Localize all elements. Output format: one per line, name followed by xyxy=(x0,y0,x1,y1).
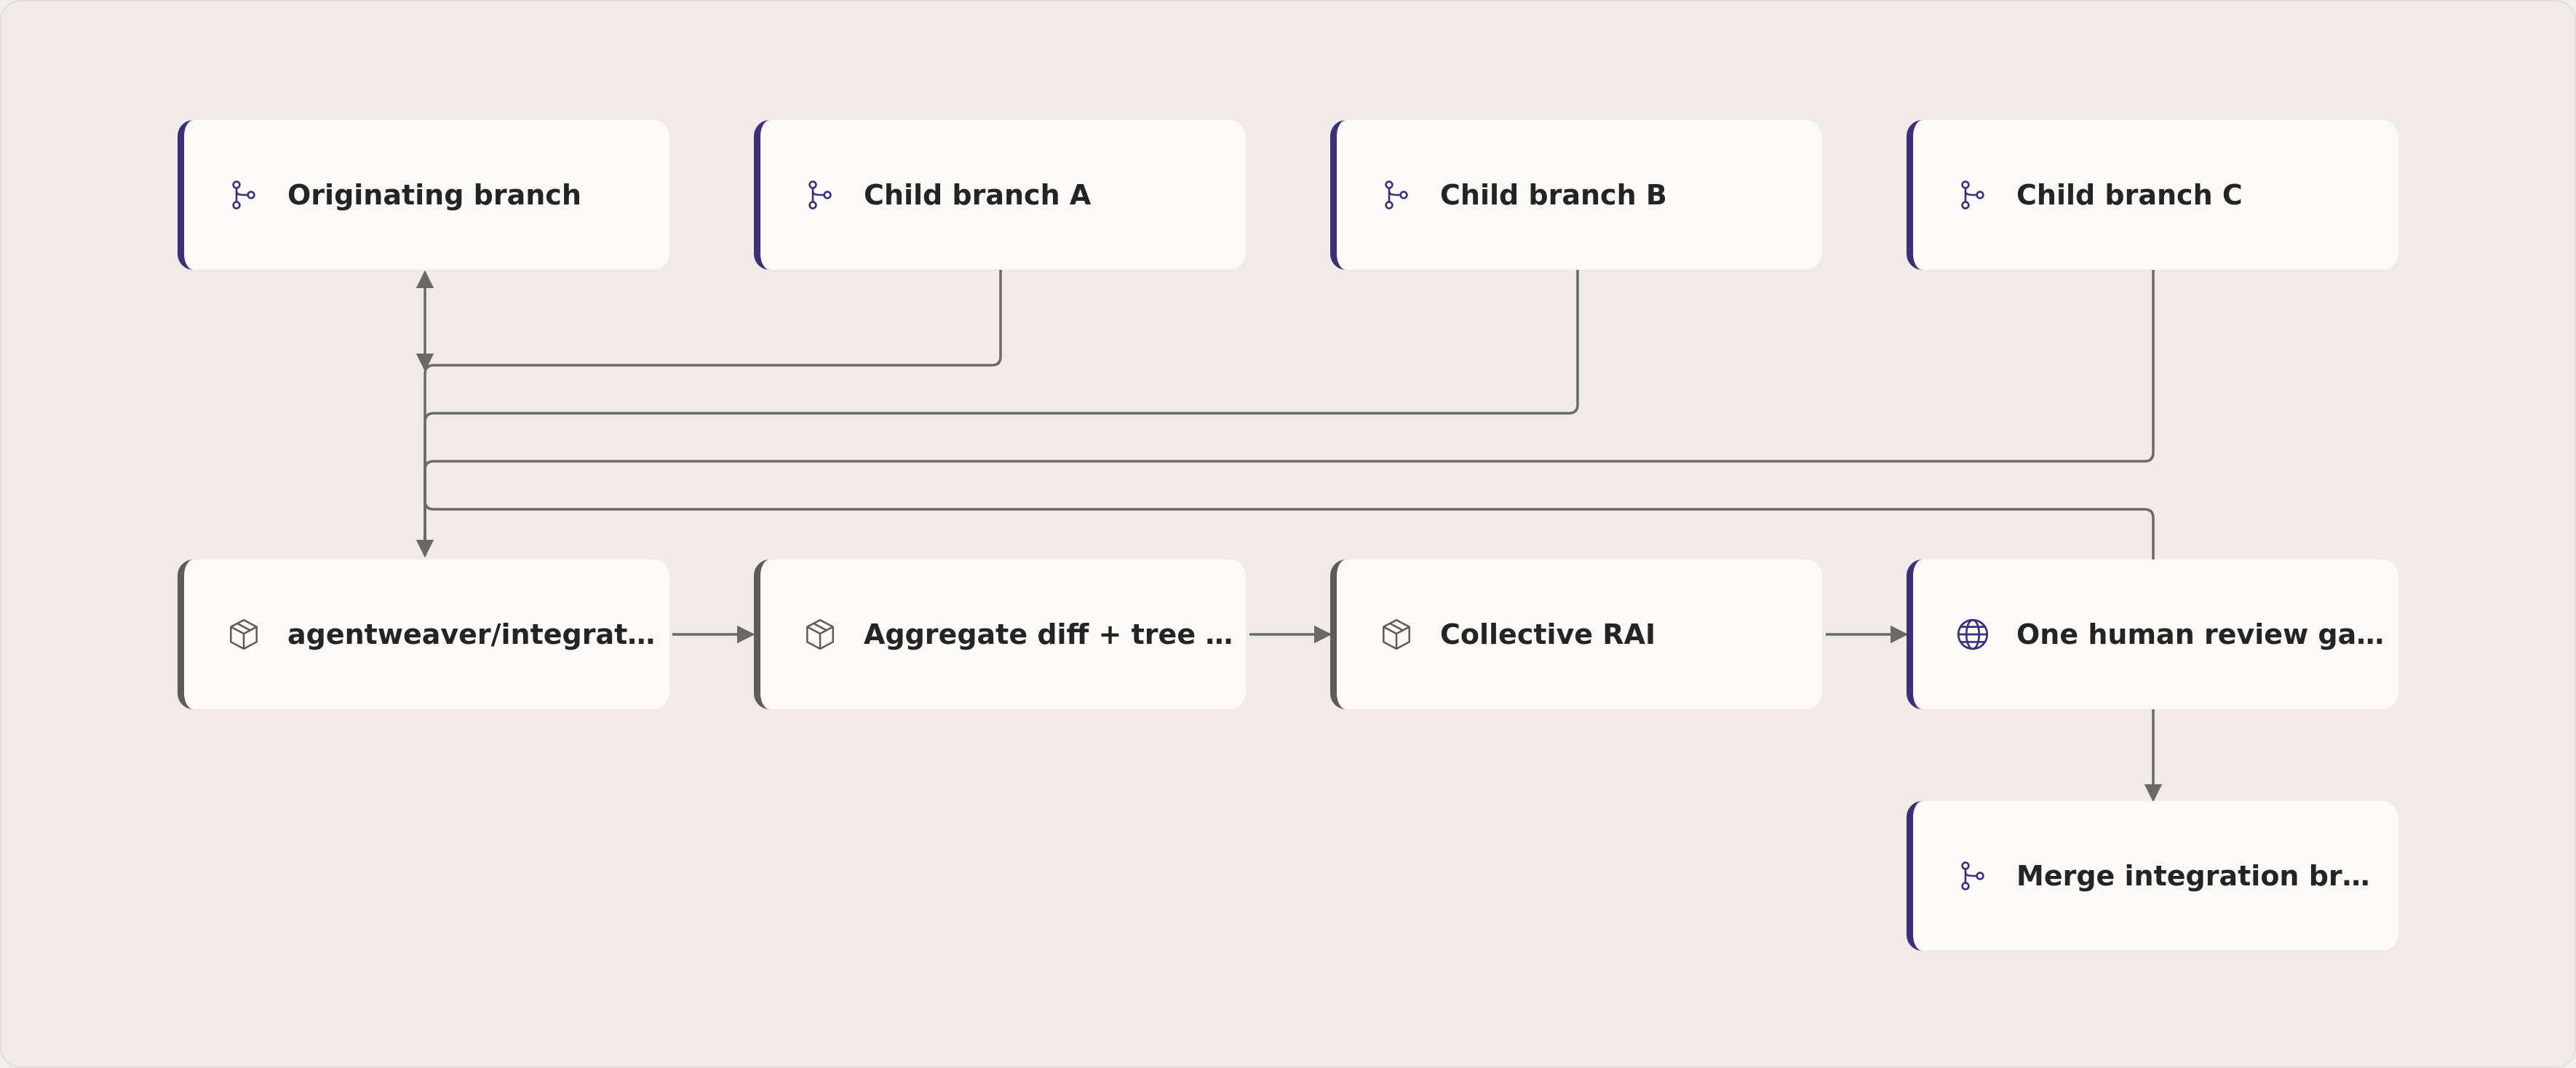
edge-child-a xyxy=(416,270,1002,558)
package-icon xyxy=(1378,615,1415,653)
git-branch-icon xyxy=(1954,857,1992,895)
node-originating-branch[interactable]: Originating branch xyxy=(178,120,669,270)
node-label: Merge integration branch xyxy=(2016,860,2388,892)
node-human-review-gate[interactable]: One human review gate xyxy=(1907,559,2398,709)
edge-child-c xyxy=(424,270,2155,556)
globe-icon xyxy=(1954,615,1992,653)
node-label: Originating branch xyxy=(287,179,581,211)
node-merge-integration[interactable]: Merge integration branch xyxy=(1907,801,2398,951)
node-label: Child branch B xyxy=(1440,179,1667,211)
edge-child-b xyxy=(424,270,1579,556)
node-label: Child branch C xyxy=(2016,179,2243,211)
git-branch-icon xyxy=(225,176,263,214)
git-branch-icon xyxy=(1954,176,1992,214)
node-collective-rai[interactable]: Collective RAI xyxy=(1330,559,1822,709)
package-icon xyxy=(225,615,263,653)
node-child-branch-b[interactable]: Child branch B xyxy=(1330,120,1822,270)
node-child-branch-a[interactable]: Child branch A xyxy=(754,120,1246,270)
node-child-branch-c[interactable]: Child branch C xyxy=(1907,120,2398,270)
node-label: agentweaver/integration/... xyxy=(287,618,659,650)
node-integration[interactable]: agentweaver/integration/... xyxy=(178,559,669,709)
node-label: Child branch A xyxy=(864,179,1092,211)
git-branch-icon xyxy=(801,176,839,214)
package-icon xyxy=(801,615,839,653)
node-label: One human review gate xyxy=(2016,618,2388,650)
edge-review-feedback xyxy=(424,467,2155,560)
node-label: Aggregate diff + tree hash xyxy=(864,618,1235,650)
node-label: Collective RAI xyxy=(1440,618,1656,650)
git-branch-icon xyxy=(1378,176,1415,214)
node-aggregate-diff[interactable]: Aggregate diff + tree hash xyxy=(754,559,1246,709)
